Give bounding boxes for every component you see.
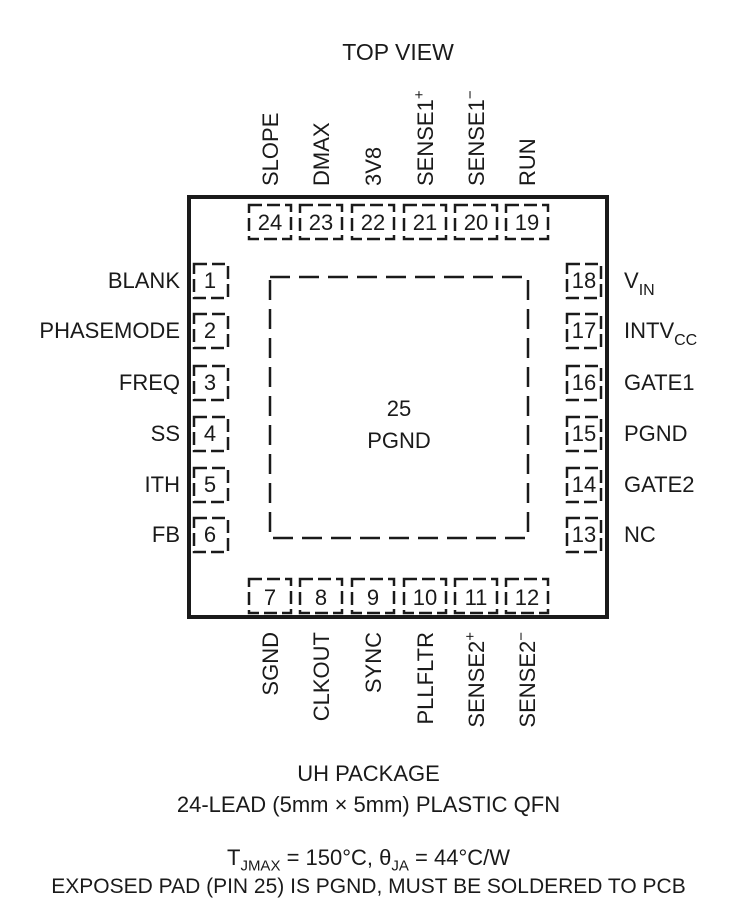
pin-pad-23 [298, 203, 344, 241]
pin-pad-16 [565, 364, 603, 402]
pin-number-3: 3 [204, 370, 216, 395]
pin-pad-9 [350, 577, 396, 615]
thermal-t-sub: JMAX [240, 857, 281, 875]
pin-label-1: BLANK [108, 268, 180, 293]
pin-number-1: 1 [204, 268, 216, 293]
caption-exposed-pad: EXPOSED PAD (PIN 25) IS PGND, MUST BE SO… [51, 875, 686, 898]
pin-label-10: PLLFLTR [413, 632, 438, 725]
pin-number-9: 9 [367, 585, 379, 610]
pin-number-21: 21 [413, 210, 437, 235]
pin-label-3: FREQ [119, 370, 180, 395]
pin-label-14: GATE2 [624, 472, 695, 497]
pin-number-20: 20 [464, 210, 488, 235]
pin-label-17: INTVCC [624, 318, 697, 349]
pin-pad-18 [565, 262, 603, 300]
pin-label-21-sup: + [411, 90, 428, 99]
pin-label-7: SGND [258, 632, 283, 696]
pin-label-11: SENSE2+ [462, 632, 489, 728]
pin-pad-8 [298, 577, 344, 615]
pin-pad-24 [247, 203, 293, 241]
pin-number-6: 6 [204, 522, 216, 547]
exposed-pad-name: PGND [367, 428, 431, 453]
pin-pad-15 [565, 415, 603, 453]
caption-thermal: TJMAX = 150°C, θJA = 44°C/W [0, 845, 737, 874]
pin-label-6: FB [152, 522, 180, 547]
pin-number-18: 18 [572, 268, 596, 293]
pin-number-19: 19 [515, 210, 539, 235]
pin-pad-21 [402, 203, 448, 241]
pin-pad-19 [504, 203, 550, 241]
pin-label-12-sup: − [513, 632, 530, 641]
pin-label-20-sup: − [462, 90, 479, 99]
pin-number-10: 10 [413, 585, 437, 610]
pin-label-8: CLKOUT [309, 632, 334, 721]
pin-pad-20 [453, 203, 499, 241]
pin-number-8: 8 [315, 585, 327, 610]
thermal-t: T [226, 845, 241, 870]
pin-number-12: 12 [515, 585, 539, 610]
exposed-pad-outline [268, 275, 530, 540]
pin-number-22: 22 [361, 210, 385, 235]
caption-package: UH PACKAGE [297, 761, 440, 786]
pin-label-20: SENSE1− [462, 90, 489, 186]
pin-number-11: 11 [465, 585, 488, 610]
pin-number-4: 4 [204, 421, 216, 446]
caption-lead: 24-LEAD (5mm × 5mm) PLASTIC QFN [176, 792, 561, 817]
pin-pad-13 [565, 516, 603, 554]
pin-label-24: SLOPE [258, 113, 283, 186]
pin-pad-22 [350, 203, 396, 241]
pin-label-23: DMAX [309, 122, 334, 186]
pin-label-17-sub: CC [674, 332, 697, 349]
pin-pad-5 [192, 466, 230, 504]
pin-label-21: SENSE1+ [411, 90, 438, 186]
pin-pad-1 [192, 262, 230, 300]
pin-pad-4 [192, 415, 230, 453]
pin-number-13: 13 [572, 522, 596, 547]
diagram-title: TOP VIEW [342, 39, 454, 65]
thermal-mid: = 150°C, θ [280, 845, 392, 870]
exposed-pad-number: 25 [387, 396, 411, 421]
thermal-end: = 44°C/W [408, 845, 511, 870]
pin-pad-17 [565, 312, 603, 350]
package-body [187, 195, 609, 619]
pin-number-17: 17 [572, 318, 596, 343]
pin-pad-3 [192, 364, 230, 402]
pin-number-15: 15 [572, 421, 596, 446]
pin-pad-14 [565, 466, 603, 504]
pin-number-14: 14 [572, 472, 596, 497]
thermal-theta-sub: JA [391, 857, 409, 875]
pin-label-16: GATE1 [624, 370, 695, 395]
pin-pad-10 [402, 577, 448, 615]
pin-label-13: NC [624, 522, 656, 547]
pin-number-23: 23 [309, 210, 333, 235]
pin-number-16: 16 [572, 370, 596, 395]
pin-label-18-sub: IN [639, 282, 655, 299]
pin-label-19: RUN [515, 138, 540, 186]
pin-label-15: PGND [624, 421, 688, 446]
pin-label-18: VIN [624, 268, 655, 299]
pin-pad-2 [192, 312, 230, 350]
pin-label-2: PHASEMODE [39, 318, 180, 343]
pins-layer: 24SLOPE23DMAX223V821SENSE1+20SENSE1−19RU… [39, 90, 697, 727]
pin-pad-6 [192, 516, 230, 554]
pin-number-5: 5 [204, 472, 216, 497]
pin-label-12: SENSE2− [513, 632, 540, 728]
pin-number-2: 2 [204, 318, 216, 343]
pin-label-9: SYNC [361, 632, 386, 693]
pin-number-7: 7 [264, 585, 276, 610]
pin-label-4: SS [151, 421, 180, 446]
pin-number-24: 24 [258, 210, 282, 235]
pin-label-5: ITH [145, 472, 180, 497]
pin-pad-12 [504, 577, 550, 615]
pin-pad-11 [453, 577, 499, 615]
pin-label-11-sup: + [462, 632, 479, 641]
pin-label-22: 3V8 [361, 147, 386, 186]
pin-pad-7 [247, 577, 293, 615]
